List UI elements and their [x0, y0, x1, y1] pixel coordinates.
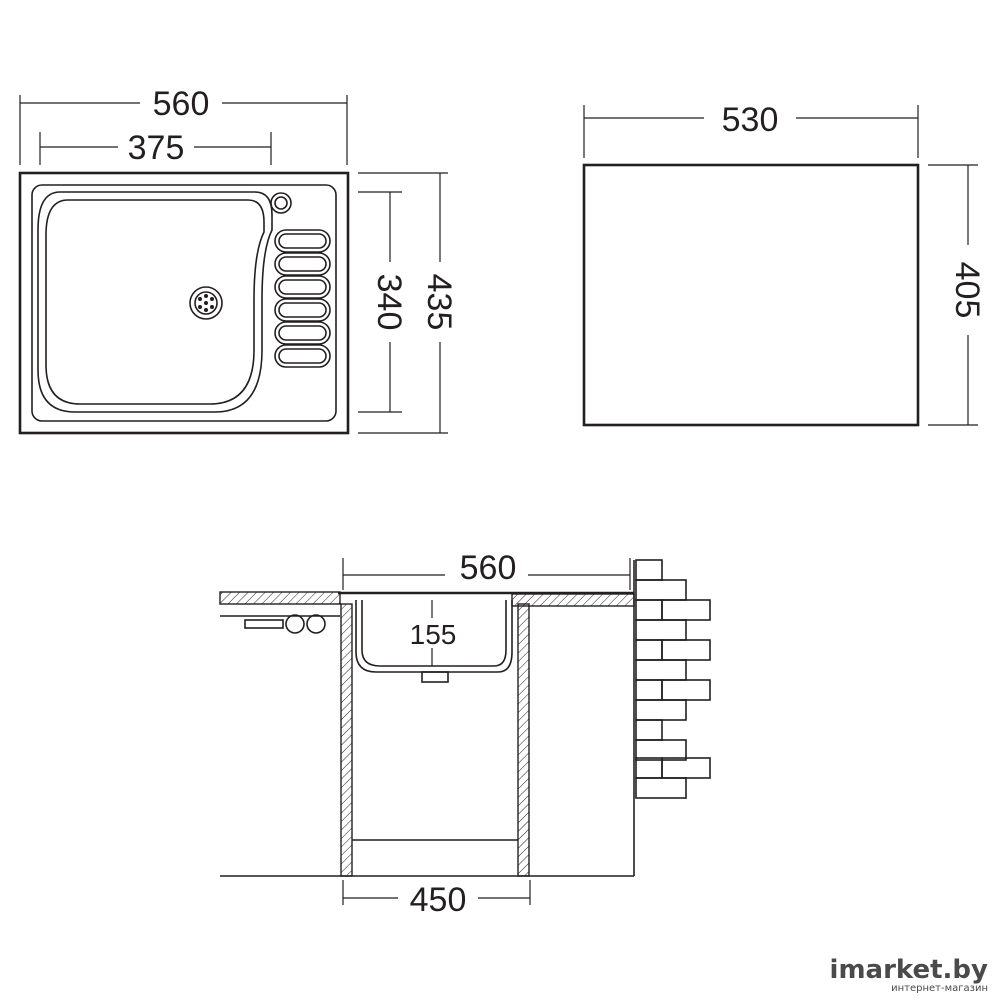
- drain-icon: [189, 286, 223, 320]
- tap-hole-icon: [270, 192, 292, 214]
- top-view: 560 375: [18, 85, 458, 435]
- overall-depth-label: 435: [420, 274, 458, 331]
- bowl-depth-dimension: 340: [358, 191, 408, 413]
- cutout-width-dimension: 530: [583, 101, 919, 158]
- bowl-width-label: 375: [128, 129, 185, 167]
- cabinet-walls: [220, 603, 634, 877]
- overall-width-label: 560: [153, 85, 210, 123]
- knob-icon: [285, 614, 305, 634]
- cutout-view: 530 405: [582, 101, 986, 427]
- overall-depth-dimension: 435: [358, 172, 458, 434]
- cutout-width-label: 530: [722, 101, 779, 139]
- countertop-left: [219, 591, 341, 617]
- cutout-depth-dimension: 405: [928, 164, 986, 426]
- overall-width-dimension: 560: [19, 85, 348, 165]
- side-view: 560 155: [219, 549, 711, 919]
- cutout-outline: [582, 163, 920, 427]
- bowl-width-dimension: 375: [39, 129, 272, 167]
- cutout-depth-label: 405: [948, 262, 986, 319]
- watermark-logo: imarket.by интернет-магазин: [830, 955, 989, 994]
- svg-text:интернет-магазин: интернет-магазин: [891, 983, 988, 994]
- bowl-height-dimension: 155: [410, 600, 457, 666]
- sink-bowl-profile: [355, 600, 513, 683]
- countertop-right: [511, 593, 635, 607]
- cabinet-width-dimension: 450: [342, 880, 531, 919]
- side-width-label: 560: [460, 549, 517, 587]
- knob-icon: [306, 614, 326, 634]
- brick-wall: [633, 559, 711, 876]
- svg-text:imarket.by: imarket.by: [830, 955, 989, 985]
- oven-controls: [244, 614, 326, 634]
- bowl-height-label: 155: [410, 619, 457, 650]
- sink-top-outline: [18, 171, 350, 435]
- bowl-depth-label: 340: [370, 274, 408, 331]
- side-width-dimension: 560: [342, 549, 631, 590]
- drainboard-ribs: [274, 229, 331, 368]
- cabinet-width-label: 450: [410, 881, 467, 919]
